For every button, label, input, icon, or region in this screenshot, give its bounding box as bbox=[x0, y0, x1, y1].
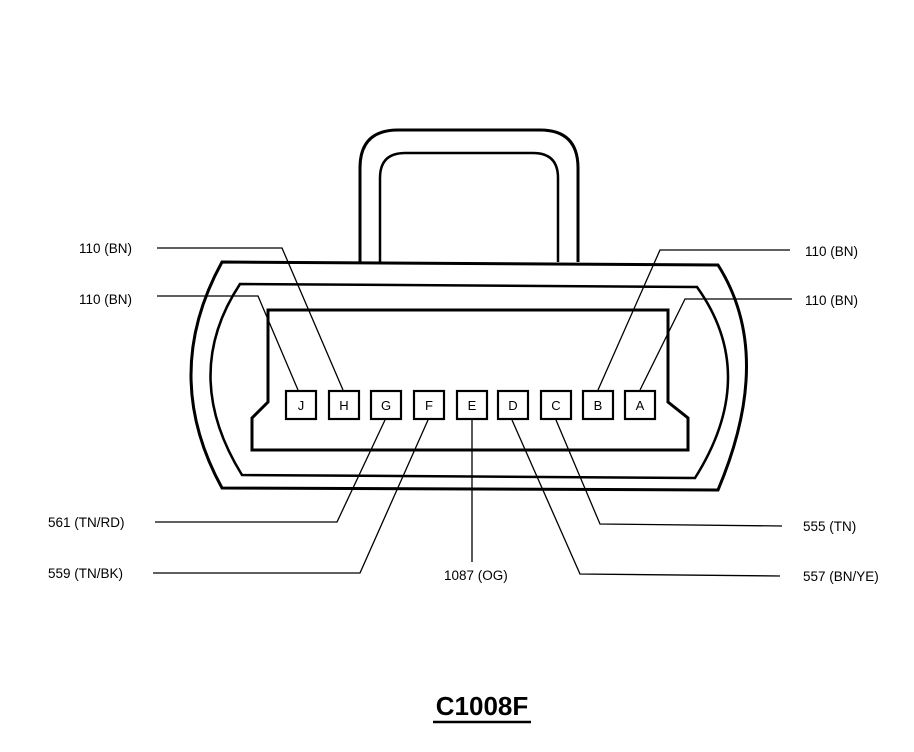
pin-a-label: A bbox=[636, 398, 645, 413]
pin-f-label: F bbox=[425, 398, 433, 413]
pin-e: E bbox=[455, 389, 489, 421]
connector-id-label: C1008F bbox=[436, 691, 529, 721]
pin-h: H bbox=[327, 389, 361, 421]
wire-label-a: 110 (BN) bbox=[805, 293, 858, 308]
pin-b: B bbox=[581, 389, 615, 421]
leader-lines bbox=[153, 247, 792, 577]
pin-a: A bbox=[623, 389, 657, 421]
pin-g-label: G bbox=[381, 398, 391, 413]
connector-housing bbox=[189, 260, 748, 492]
wire-label-h: 110 (BN) bbox=[79, 241, 132, 256]
wire-label-g: 561 (TN/RD) bbox=[48, 515, 125, 530]
leader-c bbox=[555, 419, 783, 527]
pin-d-label: D bbox=[508, 398, 517, 413]
pin-d: D bbox=[496, 389, 530, 421]
wire-label-e: 1087 (OG) bbox=[444, 568, 508, 583]
pin-c: C bbox=[539, 389, 573, 421]
wire-label-d: 557 (BN/YE) bbox=[803, 569, 879, 584]
wire-label-c: 555 (TN) bbox=[803, 519, 856, 534]
pin-e-label: E bbox=[468, 398, 477, 413]
connector-latch bbox=[358, 128, 580, 262]
wire-label-f: 559 (TN/BK) bbox=[48, 566, 123, 581]
wire-label-b: 110 (BN) bbox=[805, 244, 858, 259]
pin-h-label: H bbox=[339, 398, 348, 413]
pin-g: G bbox=[369, 389, 403, 421]
leader-j bbox=[157, 295, 299, 391]
leader-a bbox=[639, 298, 792, 391]
pin-j: J bbox=[284, 389, 318, 421]
leader-d bbox=[511, 419, 781, 577]
leader-f bbox=[153, 419, 429, 574]
leader-h bbox=[157, 247, 344, 391]
leader-g bbox=[155, 419, 386, 523]
pin-j-label: J bbox=[298, 398, 305, 413]
pin-c-label: C bbox=[551, 398, 560, 413]
pin-b-label: B bbox=[594, 398, 603, 413]
pin-f: F bbox=[412, 389, 446, 421]
leader-b bbox=[597, 249, 790, 391]
wire-label-j: 110 (BN) bbox=[79, 292, 132, 307]
